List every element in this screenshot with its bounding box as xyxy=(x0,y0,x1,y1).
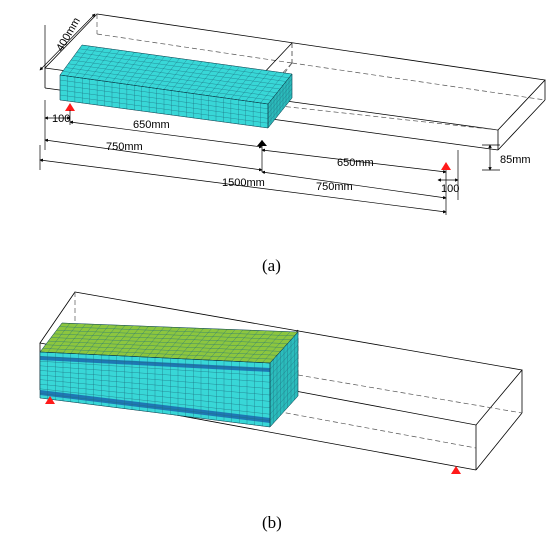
mesh-line xyxy=(39,356,271,370)
dim-support-offset-right: 100 xyxy=(441,183,459,195)
mesh-line xyxy=(76,52,287,82)
mesh-line xyxy=(269,370,299,402)
dim-thickness: 85mm xyxy=(500,154,531,166)
mesh-line xyxy=(267,93,293,124)
mesh-line xyxy=(59,89,269,119)
mesh-line xyxy=(39,374,271,396)
mesh-line xyxy=(267,83,293,114)
mesh-line xyxy=(73,56,284,86)
mesh-line xyxy=(269,351,299,383)
caption-a: (a) xyxy=(262,256,281,275)
mesh-line xyxy=(39,393,271,421)
dim-depth: 400mm xyxy=(54,16,83,54)
mesh-quarter-a xyxy=(59,44,293,129)
mesh-line xyxy=(62,71,272,101)
mesh-line xyxy=(269,357,299,389)
mesh-line xyxy=(50,337,285,348)
mesh-line xyxy=(59,79,269,109)
caption-b: (b) xyxy=(262,513,282,532)
support-left-a xyxy=(65,103,75,111)
mesh-line xyxy=(53,333,288,344)
panel-a: 400mm 100 650mm 750mm 650mm 1500mm 750mm… xyxy=(39,13,546,275)
dim-load-to-support-right: 650mm xyxy=(337,157,374,169)
mesh-line xyxy=(79,48,290,78)
dim-half-length-right: 750mm xyxy=(316,181,353,193)
mesh-line xyxy=(59,326,295,337)
panel-b: (b) xyxy=(39,291,523,532)
mesh-line xyxy=(39,388,271,415)
mesh-line xyxy=(269,376,299,408)
dimension-lines-a xyxy=(39,13,500,215)
mesh-line xyxy=(39,384,271,408)
mesh-line xyxy=(269,338,299,370)
mesh-line xyxy=(68,63,278,93)
mesh-line xyxy=(48,340,281,352)
mesh-line xyxy=(45,344,278,356)
dim-total-length: 1500mm xyxy=(222,177,265,189)
mesh-line xyxy=(39,379,271,402)
dim-support-offset-left: 100 xyxy=(52,113,70,125)
mesh-line xyxy=(39,370,271,389)
support-right-b xyxy=(451,466,461,474)
support-right-a xyxy=(441,162,451,170)
mesh-line xyxy=(59,94,269,124)
mesh-line xyxy=(65,67,275,97)
support-left-b xyxy=(45,396,55,404)
mesh-line xyxy=(269,363,299,396)
mesh-line xyxy=(59,84,269,114)
mesh-line xyxy=(267,88,293,119)
mesh-line xyxy=(42,348,274,360)
mesh-line xyxy=(267,78,293,109)
mesh-line xyxy=(70,59,281,90)
mesh-line xyxy=(269,344,299,376)
mesh-line xyxy=(56,330,292,340)
mesh-line xyxy=(39,365,271,383)
mesh-line xyxy=(269,383,299,415)
dim-load-to-support-left: 650mm xyxy=(133,119,170,131)
mesh-line xyxy=(269,389,299,421)
mesh-quarter-b xyxy=(39,322,299,428)
mesh-line xyxy=(39,361,271,376)
dim-half-length-left: 750mm xyxy=(106,141,143,153)
